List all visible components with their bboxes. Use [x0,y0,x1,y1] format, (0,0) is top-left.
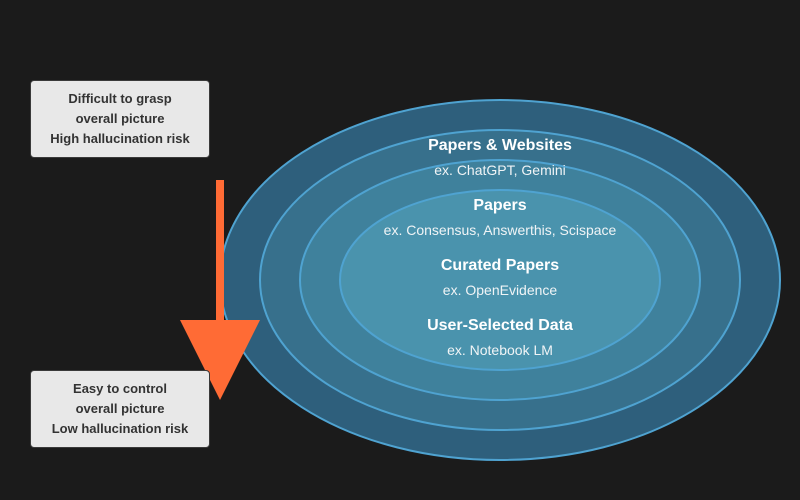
down-arrow-icon [180,180,260,400]
arrow-head [180,320,260,400]
layer-example-curated-papers: ex. OpenEvidence [443,282,558,298]
layer-ellipse-user-selected [339,189,661,371]
high-risk-line-1: Difficult to grasp [68,91,172,106]
high-risk-line-2: overall picture [75,111,165,126]
layer-example-papers: ex. Consensus, Answerthis, Scispace [384,222,617,238]
layer-title-curated-papers: Curated Papers [441,257,559,274]
low-risk-label-box: Easy to control overall picture Low hall… [30,370,210,448]
layer-example-user-selected: ex. Notebook LM [447,342,553,358]
arrow-shaft [216,180,224,325]
high-risk-label-box: Difficult to grasp overall picture High … [30,80,210,158]
layer-title-user-selected: User-Selected Data [427,317,573,334]
low-risk-line-2: overall picture [75,401,165,416]
layer-example-papers-websites: ex. ChatGPT, Gemini [434,162,566,178]
layer-title-papers: Papers [473,197,526,214]
high-risk-line-3: High hallucination risk [50,131,190,146]
low-risk-line-1: Easy to control [73,381,167,396]
low-risk-line-3: Low hallucination risk [51,421,189,436]
layer-title-papers-websites: Papers & Websites [428,137,572,154]
